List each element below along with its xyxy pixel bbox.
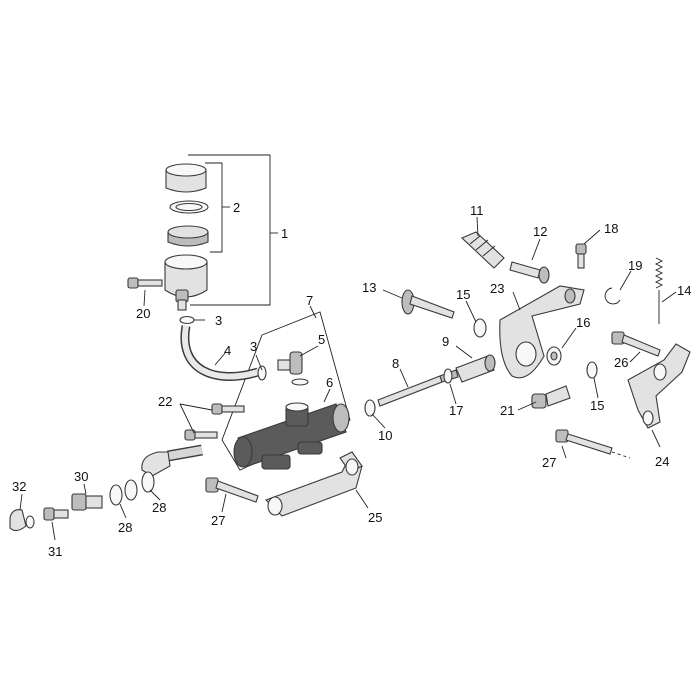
- callout-26: 26: [614, 355, 628, 370]
- screw-18-part: [575, 243, 587, 269]
- reservoir-body-part: [164, 254, 208, 311]
- callout-6: 6: [326, 375, 333, 390]
- brake-pedal-part: [627, 343, 691, 429]
- callout-4: 4: [224, 343, 231, 358]
- callout-23: 23: [490, 281, 504, 296]
- o-ring-left-part: [473, 318, 487, 338]
- callout-20: 20: [136, 306, 150, 321]
- callout-24: 24: [655, 454, 669, 469]
- reservoir-gasket-part: [169, 200, 209, 214]
- bleed-screw-part: [43, 507, 69, 521]
- callout-31: 31: [48, 544, 62, 559]
- elbow-fitting-part: [277, 351, 309, 386]
- callout-16: 16: [576, 315, 590, 330]
- washer-28-part: [109, 479, 138, 506]
- callout-27-left: 27: [211, 513, 225, 528]
- callout-25: 25: [368, 510, 382, 525]
- callout-14: 14: [677, 283, 691, 298]
- seal-17-part: [443, 368, 453, 384]
- callout-21: 21: [500, 403, 514, 418]
- callout-5: 5: [318, 332, 325, 347]
- callout-3-lower: 3: [250, 339, 257, 354]
- screw-27-right-part: [555, 429, 613, 455]
- screw-22-upper-part: [211, 403, 245, 415]
- eccentric-adjuster-part: [531, 385, 571, 409]
- brake-hose-lower-part: [141, 444, 203, 493]
- leader-lines: [19, 216, 677, 541]
- callout-15-left: 15: [456, 287, 470, 302]
- pivot-bolt-part: [401, 289, 455, 319]
- banjo-bolt-part: [71, 493, 103, 511]
- callout-8: 8: [392, 356, 399, 371]
- callout-11: 11: [470, 203, 484, 218]
- callout-7: 7: [306, 293, 313, 308]
- washer-16-part: [546, 346, 562, 366]
- clevis-part: [455, 354, 496, 383]
- callout-2: 2: [233, 200, 240, 215]
- callout-28-right: 28: [152, 500, 166, 515]
- master-cylinder-part: [233, 402, 350, 470]
- hose-clamp-upper-part: [179, 315, 195, 325]
- callout-12: 12: [533, 224, 547, 239]
- mounting-bracket-part: [265, 451, 363, 517]
- hose-4-part: [180, 325, 260, 381]
- callout-22: 22: [158, 394, 172, 409]
- callout-17: 17: [449, 403, 463, 418]
- callout-28-left: 28: [118, 520, 132, 535]
- callout-13: 13: [362, 280, 376, 295]
- callout-3-upper: 3: [215, 313, 222, 328]
- screw-26-part: [611, 331, 661, 357]
- callout-15-right: 15: [590, 398, 604, 413]
- seal-10-part: [364, 399, 376, 417]
- pivot-pin-part: [509, 261, 550, 284]
- spring-part: [654, 257, 664, 324]
- reservoir-diaphragm-part: [167, 225, 209, 247]
- screw-22-lower-part: [184, 429, 218, 441]
- brake-lever-part: [499, 285, 585, 379]
- screw-27-left-part: [205, 477, 259, 503]
- callout-27-right: 27: [542, 455, 556, 470]
- o-ring-right-part: [586, 361, 598, 379]
- hose-clamp-lower-part: [257, 365, 267, 381]
- callout-19: 19: [628, 258, 642, 273]
- bleed-cap-part: [9, 509, 35, 532]
- callout-18: 18: [604, 221, 618, 236]
- screw-20-part: [127, 277, 163, 289]
- dust-boot-part: [461, 231, 505, 269]
- callout-1: 1: [281, 226, 288, 241]
- callout-32: 32: [12, 479, 26, 494]
- reservoir-cap-part: [165, 163, 207, 193]
- callout-9: 9: [442, 334, 449, 349]
- callout-10: 10: [378, 428, 392, 443]
- circlip-part: [604, 287, 621, 305]
- callout-numbers: 1 2 3 3 4 5 6 7 8 9 10 11 12 13 14 15 15…: [12, 200, 691, 559]
- callout-30: 30: [74, 469, 88, 484]
